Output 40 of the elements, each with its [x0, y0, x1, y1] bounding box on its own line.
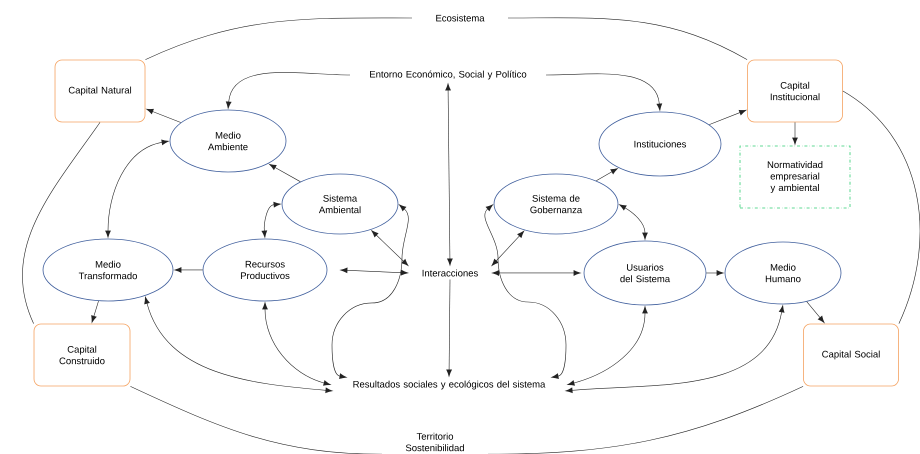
concept-label: Entorno Económico, Social y Político: [370, 70, 526, 80]
arrow: [371, 230, 408, 266]
arrow: [332, 204, 409, 379]
arrow: [340, 268, 408, 276]
arrow: [492, 270, 581, 276]
arrow: [262, 302, 331, 386]
arrow: [619, 204, 648, 240]
arrow: [269, 164, 301, 182]
connector-line: [22, 122, 100, 324]
connector-line: [145, 18, 412, 60]
arrow: [146, 108, 182, 123]
arrow: [567, 306, 648, 386]
arrow: [174, 267, 203, 273]
connector-line: [508, 17, 748, 60]
capital-box: Capital Natural: [54, 60, 146, 122]
concept-label: Interacciones: [422, 270, 478, 276]
arrow: [105, 140, 169, 238]
capital-box: Capital Construido: [34, 324, 130, 386]
capital-box: Capital Institucional: [747, 60, 843, 122]
arrow: [596, 168, 618, 182]
arrow: [144, 296, 333, 394]
connector-line: [842, 90, 920, 324]
arrow: [806, 301, 824, 323]
arrow: [446, 279, 452, 377]
arrow: [262, 202, 281, 238]
arrow: [565, 305, 784, 394]
arrow: [484, 204, 566, 379]
arrow: [226, 72, 350, 109]
concept-label: Resultados sociales y ecológicos del sistema: [353, 380, 546, 390]
arrow: [492, 230, 524, 266]
note-box: Normatividad empresarial y ambiental: [740, 146, 850, 208]
arrow: [708, 110, 746, 125]
arrow: [91, 300, 99, 323]
concept-label: Ecosistema: [436, 14, 485, 22]
concept-label: Territorio Sostenibilidad: [406, 432, 464, 452]
arrow: [445, 83, 453, 266]
arrow: [706, 270, 724, 276]
capital-box: Capital Social: [803, 324, 899, 386]
arrow: [546, 74, 662, 111]
arrow: [792, 122, 798, 145]
